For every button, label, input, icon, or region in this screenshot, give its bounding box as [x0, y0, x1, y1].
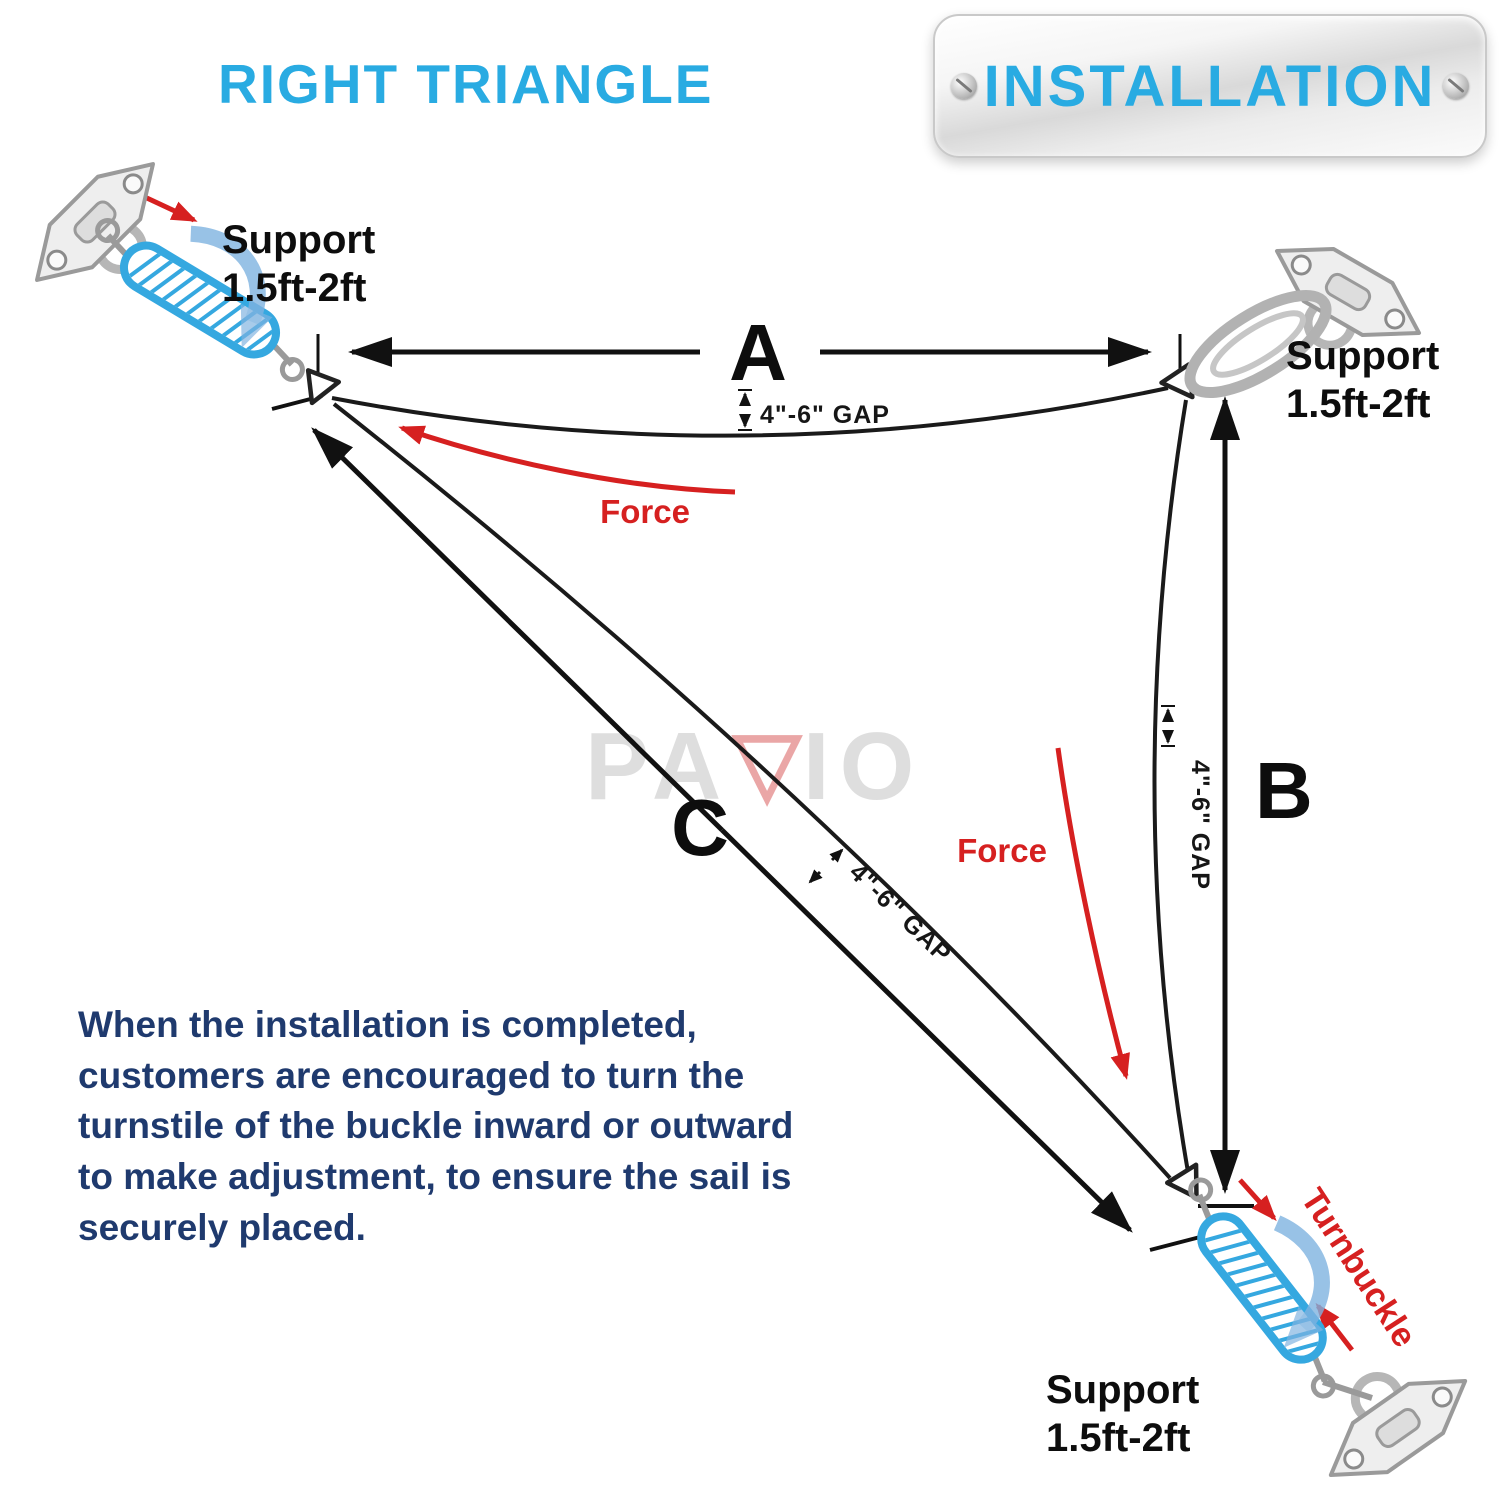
- brand-watermark-left: PA: [585, 712, 731, 822]
- support-label-top-right: Support 1.5ft-2ft: [1286, 332, 1439, 428]
- force-top-label: Force: [600, 493, 690, 530]
- gap-indicator-b: [1161, 705, 1175, 747]
- installation-plate-label: INSTALLATION: [983, 53, 1437, 119]
- side-a-label: A: [729, 308, 787, 397]
- turnbuckle-rotate-arrow-upper: [1238, 1178, 1277, 1221]
- sail-edge-right: [1152, 399, 1190, 1173]
- carabiner-top-right: [1184, 289, 1332, 399]
- support-line2: 1.5ft-2ft: [1046, 1416, 1191, 1460]
- support-label-bottom: Support 1.5ft-2ft: [1046, 1366, 1199, 1462]
- support-label-top-left: Support 1.5ft-2ft: [222, 216, 375, 312]
- gap-indicator-a: [738, 389, 752, 431]
- support-line2: 1.5ft-2ft: [1286, 382, 1431, 426]
- pad-eye-bottom-right: [1328, 1372, 1468, 1478]
- support-line1: Support: [222, 218, 376, 262]
- screw-icon: [1443, 73, 1469, 99]
- gap-c-label: 4"-6" GAP: [844, 858, 957, 968]
- support-line1: Support: [1286, 334, 1440, 378]
- brand-watermark: PA ▽ IO: [585, 712, 924, 822]
- gap-a-label: 4"-6" GAP: [760, 401, 890, 429]
- support-line2: 1.5ft-2ft: [222, 266, 367, 310]
- sail-edge-top: [331, 386, 1169, 438]
- corner-ring-top-left: [305, 368, 342, 406]
- side-b-label: B: [1255, 746, 1313, 835]
- pad-eye-top-left: [35, 162, 155, 282]
- side-c-label: C: [671, 783, 729, 872]
- force-right-label: Force: [957, 832, 1047, 869]
- installation-plate: INSTALLATION: [933, 14, 1487, 158]
- page-title: RIGHT TRIANGLE: [218, 53, 714, 115]
- support-line1: Support: [1046, 1368, 1200, 1412]
- gap-indicator-c: [808, 848, 844, 884]
- installation-note: When the installation is completed, cust…: [78, 1004, 794, 1248]
- force-arrow-top: [398, 425, 736, 495]
- dimension-arrow-c: [311, 427, 1133, 1233]
- force-arrow-right: [1055, 747, 1130, 1080]
- turnbuckle-rotate-arrow-lower: [1315, 1302, 1354, 1352]
- brand-watermark-right: IO: [802, 713, 925, 820]
- gap-b-label: 4"-6" GAP: [1186, 760, 1214, 890]
- sail-edge-diagonal: [332, 402, 1172, 1180]
- screw-icon: [951, 73, 977, 99]
